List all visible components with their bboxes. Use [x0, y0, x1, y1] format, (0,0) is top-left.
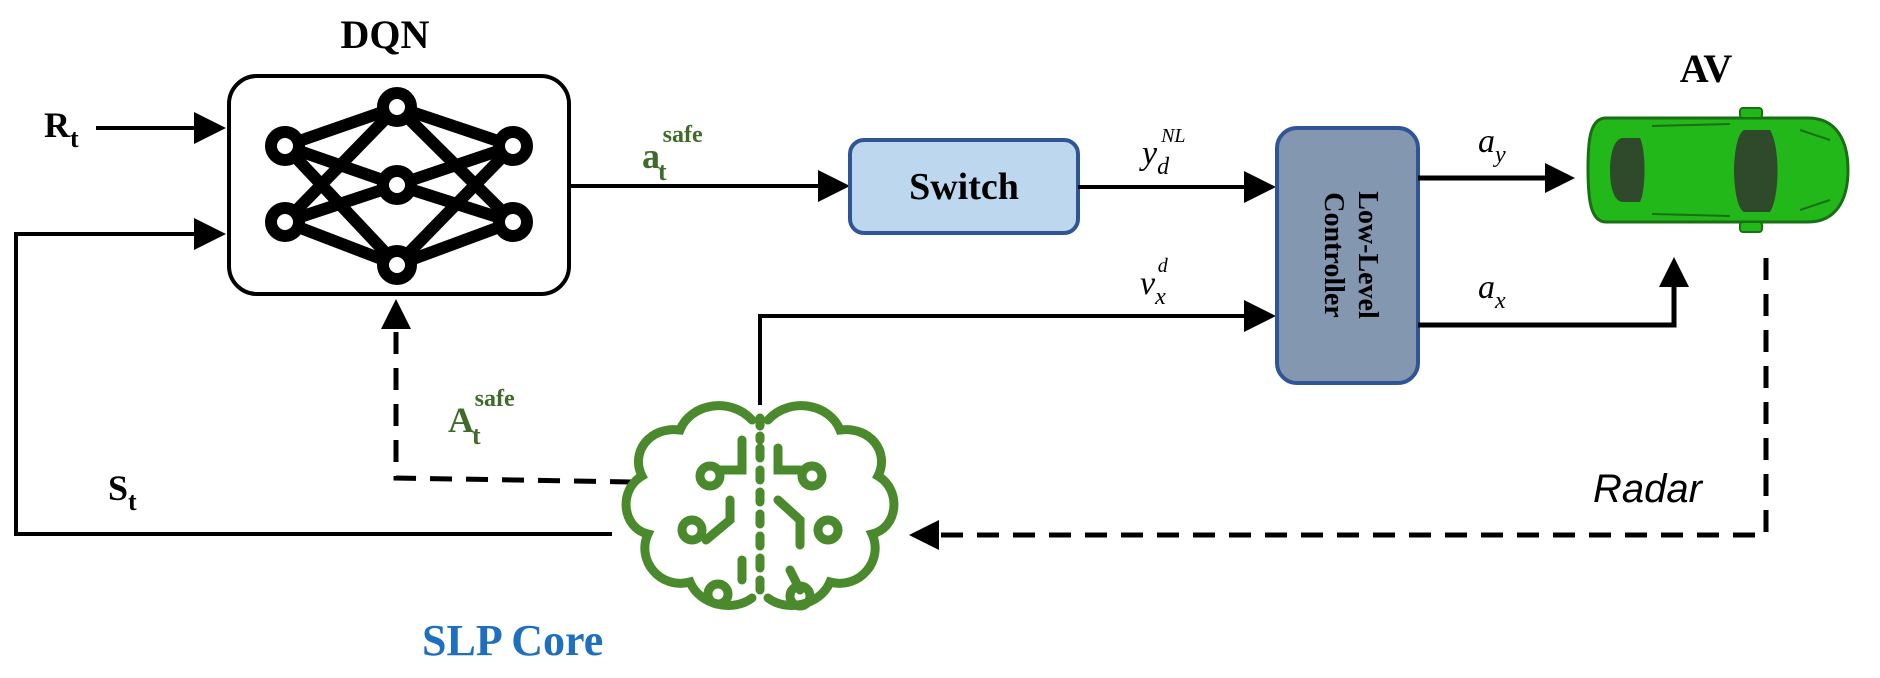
neural-network-icon: [265, 87, 533, 285]
brain-circuit-icon: [621, 401, 899, 611]
switch-label: Switch: [909, 166, 1019, 208]
controller-label-line1: Low-Level: [1352, 191, 1383, 319]
state-loop-line: [14, 218, 612, 536]
lateral-accel-label: ay: [1478, 123, 1506, 168]
long-accel-label: ax: [1478, 269, 1506, 314]
safe-action-set-dashed-line: [381, 299, 633, 485]
dqn-title: DQN: [341, 12, 430, 57]
velocity-ref-label: vxd: [1140, 255, 1169, 310]
lateral-ref-label: ydNL: [1139, 125, 1186, 180]
state-label: St: [108, 468, 137, 516]
safe-action-label: atsafe: [642, 122, 703, 186]
slp-core-label: SLP Core: [422, 616, 603, 665]
slp-to-controller-line: [758, 300, 1276, 405]
safe-action-set-label: Atsafe: [448, 386, 515, 450]
controller-block: [1275, 126, 1420, 385]
ax-arrow: [1418, 257, 1689, 328]
reward-label: Rt: [44, 105, 79, 153]
radar-dashed-line: [909, 258, 1769, 550]
radar-label: Radar: [1593, 467, 1704, 511]
av-title: AV: [1680, 46, 1733, 91]
controller-label-line2: Controller: [1318, 192, 1349, 317]
car-topview-icon: [1586, 107, 1850, 233]
